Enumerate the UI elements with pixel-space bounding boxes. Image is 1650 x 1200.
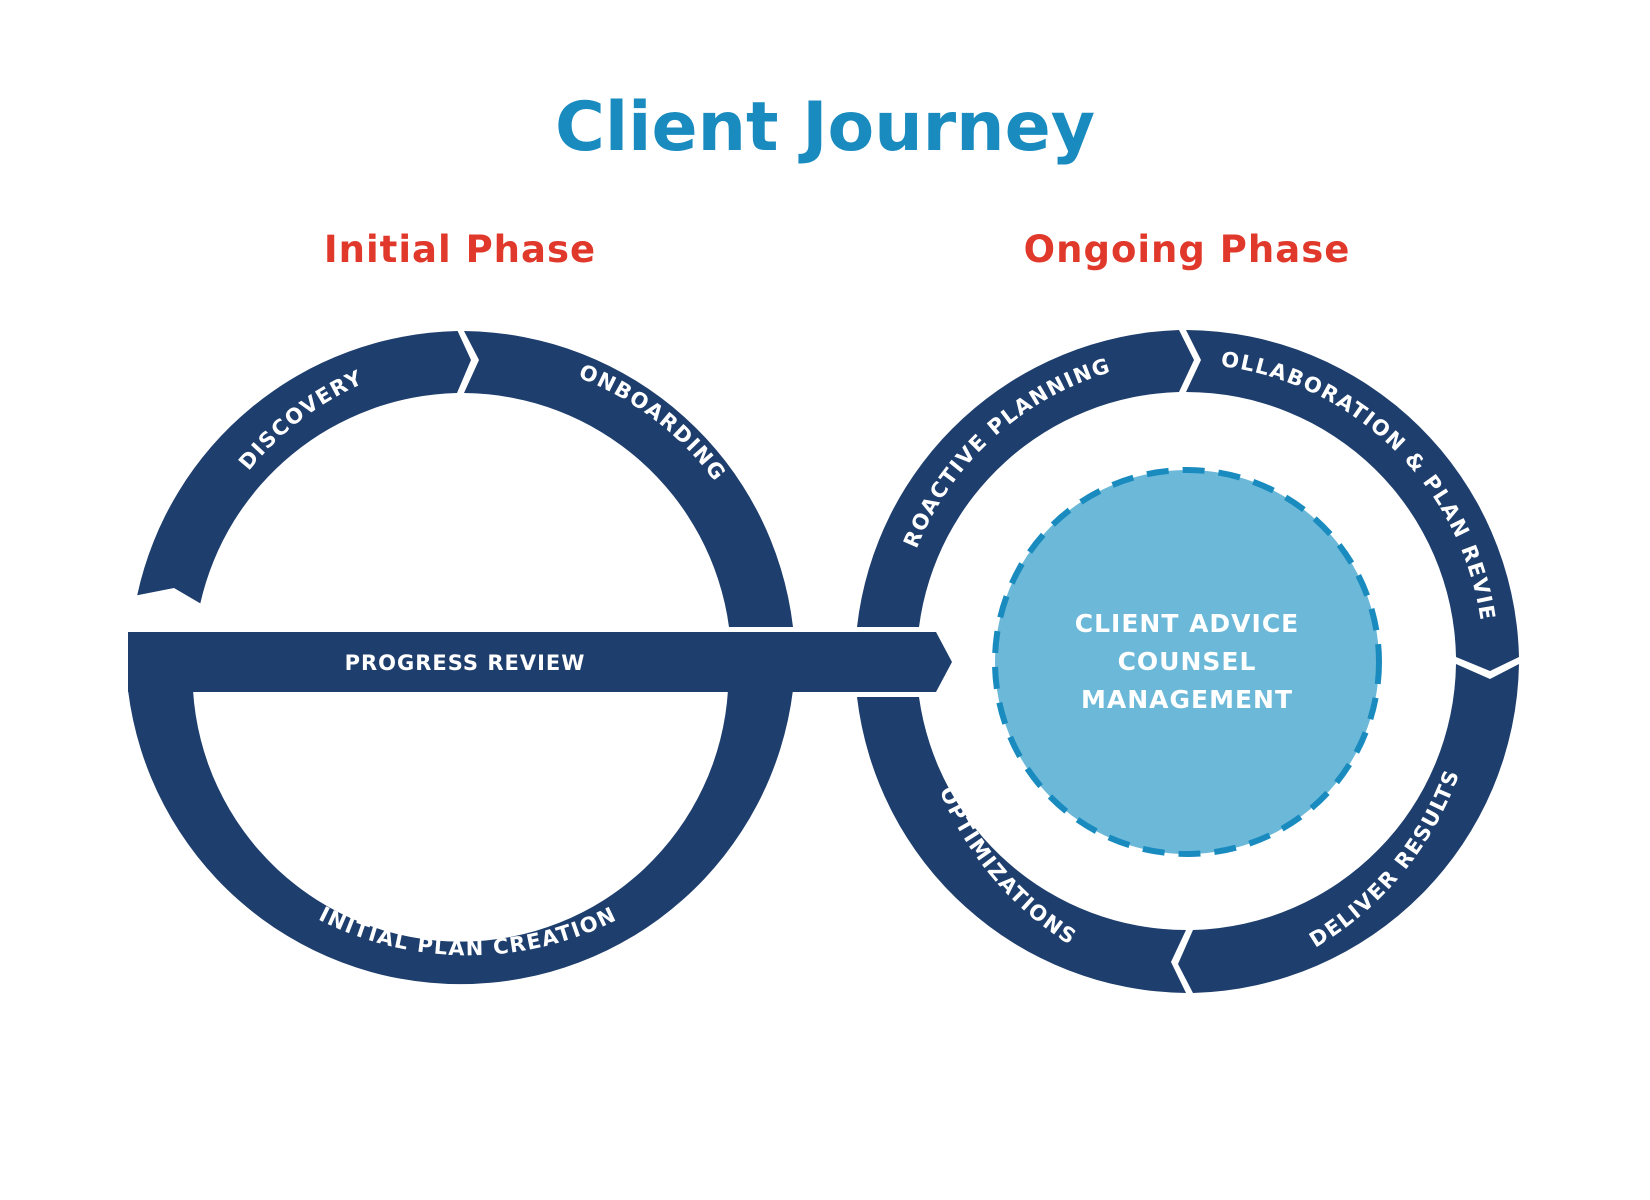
ongoing-phase-heading: Ongoing Phase <box>1024 228 1351 271</box>
collaboration-segment <box>1186 330 1519 671</box>
initial-phase-heading: Initial Phase <box>324 228 596 271</box>
ongoing-cycle-ring <box>857 330 1519 993</box>
progress-review-label: PROGRESS REVIEW <box>345 651 586 675</box>
initial-cycle-ring <box>128 331 793 985</box>
initial-inner-hole <box>193 690 728 942</box>
center-circle <box>992 467 1382 857</box>
optimizations-segment <box>857 697 1186 993</box>
proactive-planning-label: PROACTIVE PLANNING <box>0 0 1114 551</box>
proactive-planning-segment <box>857 330 1194 627</box>
deliver-results-segment <box>1178 664 1519 993</box>
center-line-1: CLIENT ADVICE <box>1075 609 1300 638</box>
center-line-2: COUNSEL <box>1118 647 1257 676</box>
progress-review-bar <box>128 632 952 692</box>
page-title: Client Journey <box>555 88 1095 167</box>
onboarding-segment <box>464 331 793 627</box>
center-line-3: MANAGEMENT <box>1081 685 1293 714</box>
discovery-segment <box>137 331 471 604</box>
